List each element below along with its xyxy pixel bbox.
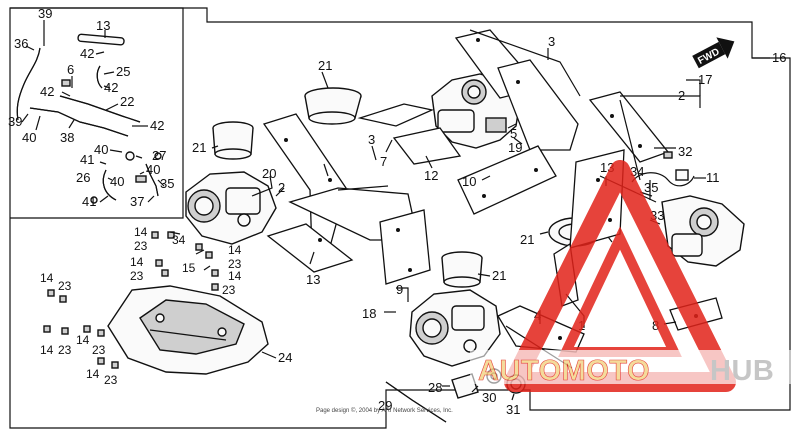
callout-42-d: 42: [150, 118, 164, 133]
callout-39-bottom: 39: [8, 114, 22, 129]
callout-28: 28: [428, 380, 442, 395]
callout-3-top: 3: [548, 34, 555, 49]
callout-14-f: 14: [40, 343, 54, 357]
inset-box: [10, 7, 184, 219]
callout-25: 25: [116, 64, 130, 79]
callout-3-mid: 3: [368, 132, 375, 147]
callout-19: 19: [508, 140, 522, 155]
callout-8: 8: [652, 318, 659, 333]
callout-29: 29: [378, 398, 392, 413]
callout-23-f: 23: [58, 343, 72, 357]
funnel-21a: [304, 87, 362, 125]
callout-15: 15: [182, 261, 196, 275]
carburetor-center: [409, 289, 501, 367]
watermark-text-hub: HUB: [710, 355, 774, 387]
hose-inset-group: [16, 33, 162, 204]
callout-14-h: 14: [86, 367, 100, 381]
callout-21-a: 21: [318, 58, 332, 73]
callout-35-right: 35: [644, 180, 658, 195]
callout-2-right: 2: [678, 88, 685, 103]
callout-35-inset: 35: [160, 176, 174, 191]
callout-41-b: 41: [82, 194, 96, 209]
callout-42-a: 42: [80, 46, 94, 61]
callout-42-b: 42: [40, 84, 54, 99]
callout-16: 16: [772, 50, 786, 65]
callout-40-c: 40: [146, 162, 160, 177]
forward-arrow-icon: FWD: [692, 37, 735, 69]
air-chamber-cover-24: [107, 285, 269, 375]
callout-21-c: 21: [492, 268, 506, 283]
callout-34-a: 34: [172, 233, 186, 247]
callout-20: 20: [262, 166, 276, 181]
callout-24: 24: [278, 350, 292, 365]
callout-14-b: 14: [228, 243, 242, 257]
callout-7: 7: [380, 154, 387, 169]
callout-11: 11: [706, 170, 720, 185]
funnel-21b: [212, 121, 254, 160]
callout-labels: 39 13 36 42 6 25 42 42 22 39 42 38 40 40…: [8, 6, 786, 417]
callout-6: 6: [67, 62, 74, 77]
callout-39-top: 39: [38, 6, 52, 21]
automotohub-watermark: AUTOMOTO HUB: [470, 160, 800, 392]
callout-14-d: 14: [228, 269, 242, 283]
callout-21-b: 21: [192, 140, 206, 155]
callout-17: 17: [698, 72, 712, 87]
watermark-band: [470, 350, 800, 384]
callout-22: 22: [120, 94, 134, 109]
callout-23-d: 23: [222, 283, 236, 297]
callout-5: 5: [510, 126, 517, 141]
callout-23-e: 23: [58, 279, 72, 293]
right-small-parts: [631, 151, 695, 187]
copyright-text: Page design ©, 2004 by ARI Network Servi…: [316, 407, 453, 414]
callout-40-b: 40: [94, 142, 108, 157]
carburetor-right: [661, 195, 745, 267]
callout-9: 9: [396, 282, 403, 297]
funnel-21c: [441, 251, 483, 288]
carburetor-left: [185, 171, 277, 245]
callout-38: 38: [60, 130, 74, 145]
diagram-border: [9, 7, 791, 429]
callout-21-d: 21: [520, 232, 534, 247]
callout-27: 27: [152, 148, 166, 163]
callout-14-e: 14: [40, 271, 54, 285]
callout-18: 18: [362, 306, 376, 321]
callout-36: 36: [14, 36, 28, 51]
callout-31: 31: [506, 402, 520, 417]
callout-14-g: 14: [76, 333, 90, 347]
callout-30: 30: [482, 390, 496, 405]
callout-14-c: 14: [130, 255, 144, 269]
callout-26: 26: [76, 170, 90, 185]
callout-40-d: 40: [110, 174, 124, 189]
small-hardware: [43, 231, 219, 369]
callout-10: 10: [462, 174, 476, 189]
callout-37: 37: [130, 194, 144, 209]
callout-12: 12: [424, 168, 438, 183]
callout-13-mid: 13: [306, 272, 320, 287]
callout-13-inset: 13: [96, 18, 110, 33]
callout-32: 32: [678, 144, 692, 159]
callout-42-c: 42: [104, 80, 118, 95]
callout-23-g: 23: [92, 343, 106, 357]
callout-23-c: 23: [130, 269, 144, 283]
callout-14-a: 14: [134, 225, 148, 239]
callout-23-b: 23: [228, 257, 242, 271]
fwd-label: FWD: [696, 46, 721, 66]
callout-2-left: 2: [278, 180, 285, 195]
callout-40-a: 40: [22, 130, 36, 145]
watermark-text-automoto: AUTOMOTO: [478, 355, 650, 387]
callout-23-h: 23: [104, 373, 118, 387]
callout-23-a: 23: [134, 239, 148, 253]
callout-41-a: 41: [80, 152, 94, 167]
